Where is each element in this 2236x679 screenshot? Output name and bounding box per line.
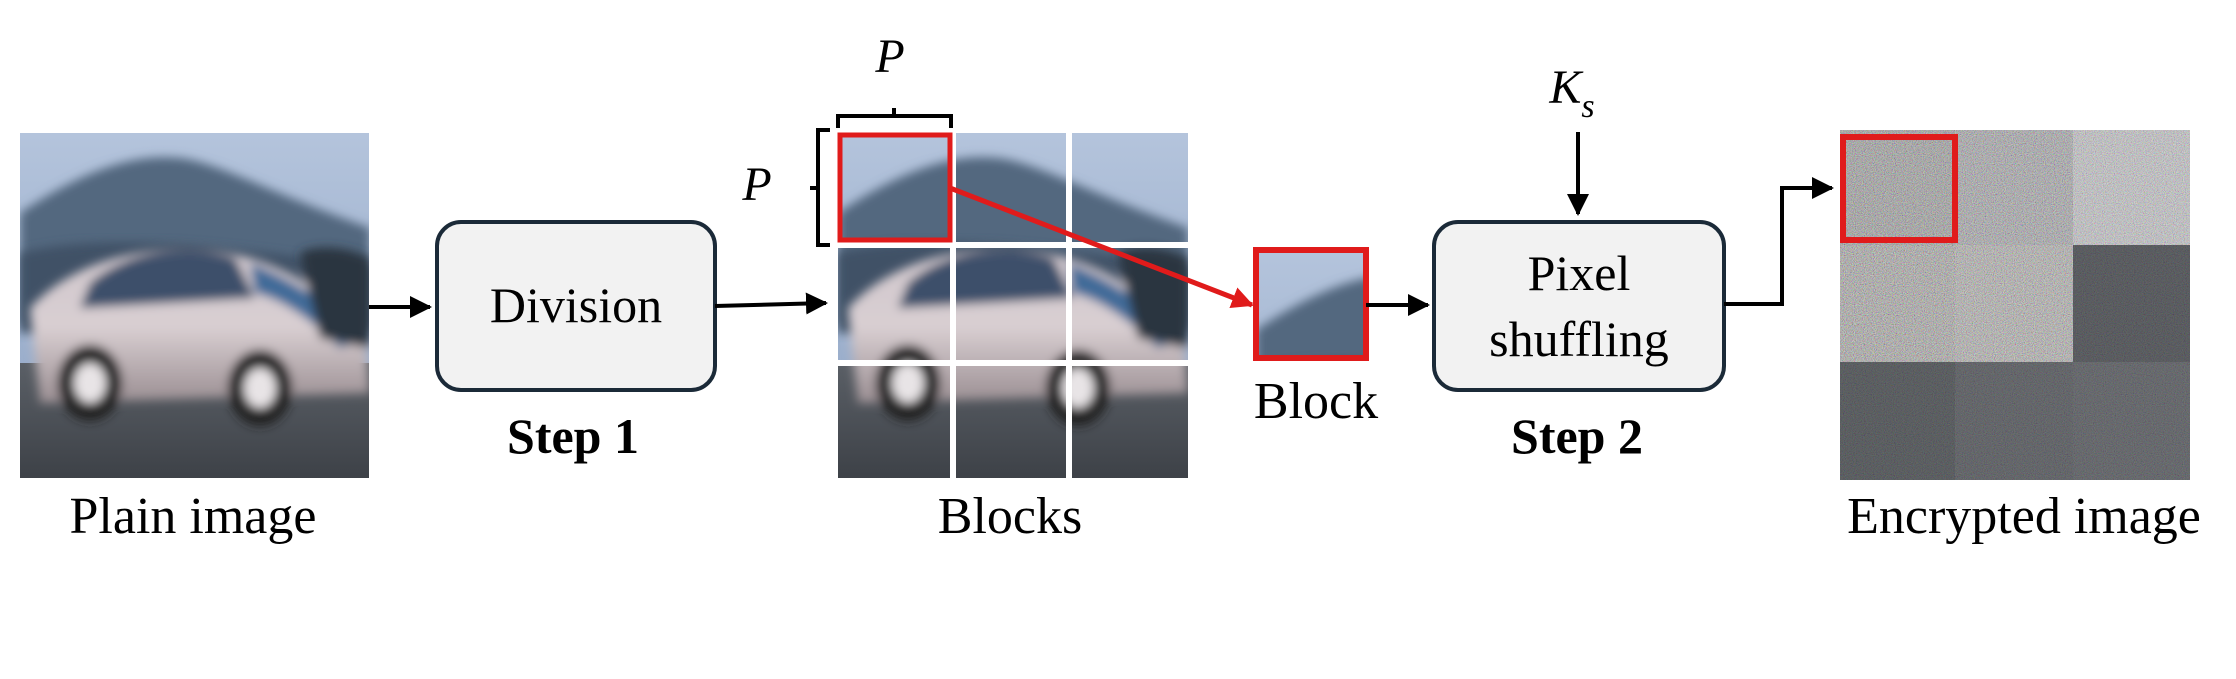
highlighted-block — [837, 132, 953, 243]
step2-label: Step 2 — [1511, 408, 1643, 464]
block-caption: Block — [1254, 373, 1378, 430]
arrow-division-to-blocks — [714, 292, 828, 315]
pixel-shuffling-label-line1: Pixel — [1528, 245, 1631, 301]
step1-label: Step 1 — [507, 408, 639, 464]
key-subscript: s — [1581, 88, 1594, 125]
blocks-caption: Blocks — [938, 488, 1082, 545]
division-label: Division — [490, 277, 662, 333]
key-main: K — [1548, 61, 1584, 114]
arrow-shuffle-to-encrypted — [1724, 177, 1834, 306]
key-label: Ks — [1548, 61, 1594, 125]
plain-image — [20, 133, 370, 483]
encrypted-image — [1840, 130, 2190, 480]
p-label-left: P — [741, 158, 771, 211]
p-label-top: P — [874, 30, 904, 83]
pixel-shuffling-label-line2: shuffling — [1489, 311, 1669, 367]
encrypted-highlighted-block — [1840, 134, 1958, 243]
plain-image-caption: Plain image — [70, 488, 317, 545]
p-bracket-top — [836, 108, 953, 128]
arrow-block-extract — [949, 185, 1254, 309]
blocks-grid — [837, 132, 1188, 478]
encrypted-image-caption: Encrypted image — [1847, 488, 2201, 545]
p-bracket-left — [810, 128, 830, 247]
